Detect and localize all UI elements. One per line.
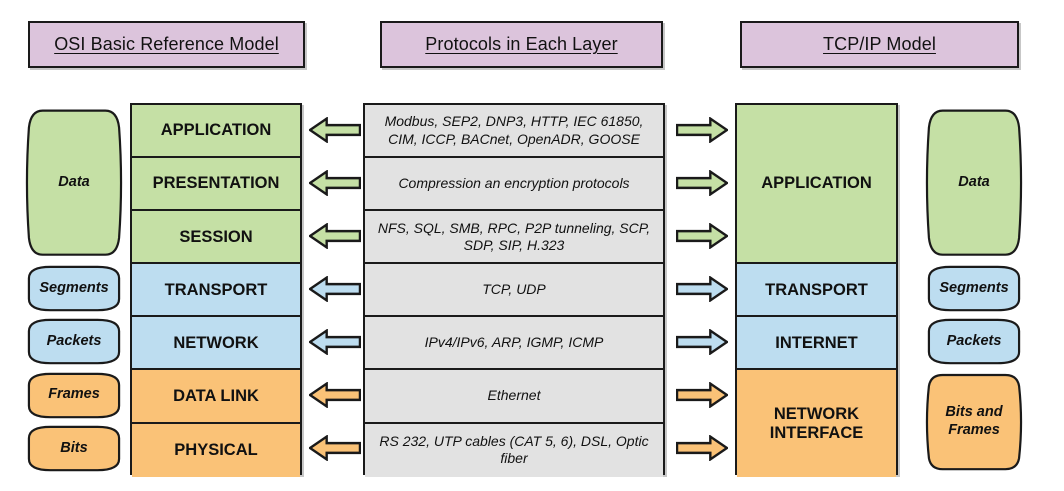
osi-layer-label: TRANSPORT (164, 280, 268, 299)
tcpip-layer-label: NETWORK INTERFACE (769, 405, 864, 442)
osi-to-protocol-7-arrow-icon (309, 435, 361, 461)
osi-to-protocol-5-arrow-icon (309, 329, 361, 355)
tcpip-layer-label: INTERNET (775, 333, 858, 352)
protocol-row-4: TCP, UDP (365, 264, 663, 318)
protocol-row-1: Modbus, SEP2, DNP3, HTTP, IEC 61850, CIM… (365, 105, 663, 159)
osi-layer-physical: PHYSICAL (132, 423, 300, 477)
header-protocols-title: Protocols in Each Layer (380, 21, 663, 68)
tcpip-data-unit-bits-and-frames: Bits and Frames (925, 372, 1023, 472)
protocol-row-5: IPv4/IPv6, ARP, IGMP, ICMP (365, 317, 663, 371)
protocol-row-text: Compression an encryption protocols (398, 175, 630, 192)
protocol-to-tcpip-4-arrow-icon (676, 276, 728, 302)
osi-data-unit-segments: Segments (25, 265, 123, 312)
osi-layer-label: NETWORK (173, 333, 259, 352)
tcpip-data-unit-label: Packets (946, 333, 1002, 350)
protocol-row-text: TCP, UDP (482, 281, 546, 298)
tcpip-data-unit-label: Bits and Frames (945, 404, 1003, 438)
osi-layer-stack: APPLICATION PRESENTATION SESSION TRANSPORT N… (130, 103, 302, 477)
protocol-to-tcpip-6-arrow-icon (676, 382, 728, 408)
protocol-to-tcpip-2-arrow-icon (676, 170, 728, 196)
osi-data-unit-frames: Frames (25, 372, 123, 419)
protocol-row-3: NFS, SQL, SMB, RPC, P2P tunneling, SCP, … (365, 211, 663, 265)
tcpip-layer-transport: TRANSPORT (737, 264, 896, 318)
osi-data-unit-label: Data (58, 174, 90, 191)
tcpip-layer-application: APPLICATION (737, 105, 896, 265)
tcpip-data-unit-segments: Segments (925, 265, 1023, 312)
header-osi-title: OSI Basic Reference Model (28, 21, 305, 68)
osi-layer-session: SESSION (132, 211, 300, 265)
osi-to-protocol-2-arrow-icon (309, 170, 361, 196)
header-tcpip-title: TCP/IP Model (740, 21, 1019, 68)
protocol-to-tcpip-5-arrow-icon (676, 329, 728, 355)
tcpip-data-unit-packets: Packets (925, 318, 1023, 365)
protocol-to-tcpip-3-arrow-icon (676, 223, 728, 249)
osi-to-protocol-3-arrow-icon (309, 223, 361, 249)
tcpip-layer-label: TRANSPORT (765, 280, 868, 299)
tcpip-data-unit-data: Data (925, 106, 1023, 259)
protocol-row-text: Ethernet (487, 387, 541, 404)
tcpip-layer-internet: INTERNET (737, 317, 896, 371)
osi-layer-presentation: PRESENTATION (132, 158, 300, 212)
osi-to-protocol-4-arrow-icon (309, 276, 361, 302)
protocol-row-text: Modbus, SEP2, DNP3, HTTP, IEC 61850, CIM… (384, 113, 644, 147)
osi-data-unit-label: Packets (46, 333, 102, 350)
protocol-row-7: RS 232, UTP cables (CAT 5, 6), DSL, Opti… (365, 423, 663, 477)
osi-layer-label: SESSION (179, 227, 253, 246)
osi-to-protocol-1-arrow-icon (309, 117, 361, 143)
osi-to-protocol-6-arrow-icon (309, 382, 361, 408)
osi-data-unit-bits: Bits (25, 425, 123, 472)
protocol-row-text: IPv4/IPv6, ARP, IGMP, ICMP (424, 334, 604, 351)
osi-data-unit-label: Bits (60, 439, 88, 456)
tcpip-layer-network-interface: NETWORK INTERFACE (737, 370, 896, 477)
osi-layer-data-link: DATA LINK (132, 370, 300, 424)
osi-layer-label: PHYSICAL (174, 440, 258, 459)
osi-layer-label: DATA LINK (173, 386, 259, 405)
osi-data-unit-data: Data (25, 106, 123, 259)
protocol-row-text: RS 232, UTP cables (CAT 5, 6), DSL, Opti… (379, 433, 649, 467)
osi-data-unit-packets: Packets (25, 318, 123, 365)
protocol-row-text: NFS, SQL, SMB, RPC, P2P tunneling, SCP, … (377, 219, 651, 253)
protocol-row-2: Compression an encryption protocols (365, 158, 663, 212)
protocol-to-tcpip-7-arrow-icon (676, 435, 728, 461)
protocol-to-tcpip-1-arrow-icon (676, 117, 728, 143)
protocol-list-stack: Modbus, SEP2, DNP3, HTTP, IEC 61850, CIM… (363, 103, 665, 477)
osi-layer-network: NETWORK (132, 317, 300, 371)
tcpip-data-unit-label: Segments (939, 280, 1009, 297)
protocol-row-6: Ethernet (365, 370, 663, 424)
osi-data-unit-label: Segments (39, 280, 109, 297)
tcpip-layer-label: APPLICATION (761, 174, 872, 193)
tcpip-layer-stack: APPLICATION TRANSPORT INTERNET NETWORK INTE… (735, 103, 898, 477)
tcpip-data-unit-label: Data (958, 174, 990, 191)
osi-layer-transport: TRANSPORT (132, 264, 300, 318)
osi-layer-application: APPLICATION (132, 105, 300, 159)
osi-layer-label: PRESENTATION (152, 174, 280, 193)
osi-data-unit-label: Frames (48, 386, 100, 403)
osi-layer-label: APPLICATION (160, 121, 272, 140)
